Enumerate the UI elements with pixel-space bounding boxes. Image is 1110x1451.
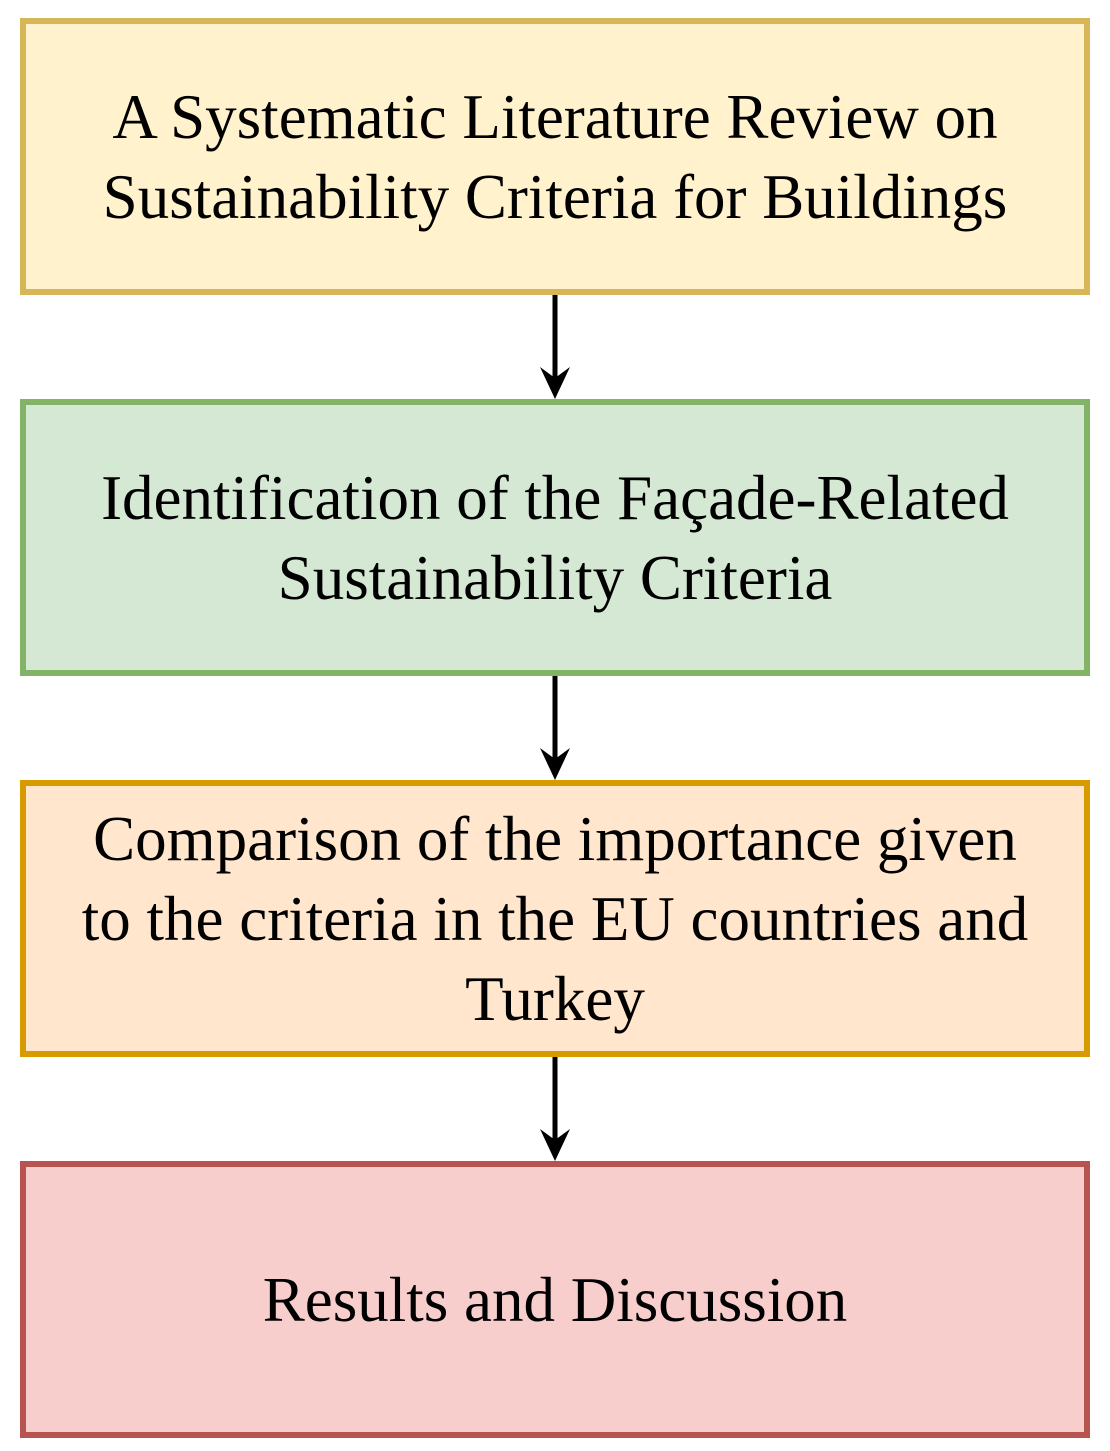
down-arrow-icon [540, 1057, 570, 1161]
flowchart: A Systematic Literature Review on Sustai… [20, 18, 1090, 1438]
flow-step-identification-criteria: Identification of the Façade-Related Sus… [20, 399, 1090, 676]
flow-step-literature-review-label: A Systematic Literature Review on Sustai… [102, 81, 1008, 232]
flow-step-comparison-eu-turkey: Comparison of the importance given to th… [20, 780, 1090, 1057]
flow-step-results-discussion-label: Results and Discussion [262, 1264, 848, 1335]
connector-gap-2 [20, 676, 1090, 780]
down-arrow-icon [540, 676, 570, 780]
flow-step-literature-review: A Systematic Literature Review on Sustai… [20, 18, 1090, 295]
flow-step-comparison-eu-turkey-label: Comparison of the importance given to th… [81, 803, 1029, 1034]
flow-step-results-discussion: Results and Discussion [20, 1161, 1090, 1438]
connector-gap-1 [20, 295, 1090, 399]
down-arrow-icon [540, 295, 570, 399]
connector-gap-3 [20, 1057, 1090, 1161]
flow-step-identification-criteria-label: Identification of the Façade-Related Sus… [101, 462, 1009, 613]
